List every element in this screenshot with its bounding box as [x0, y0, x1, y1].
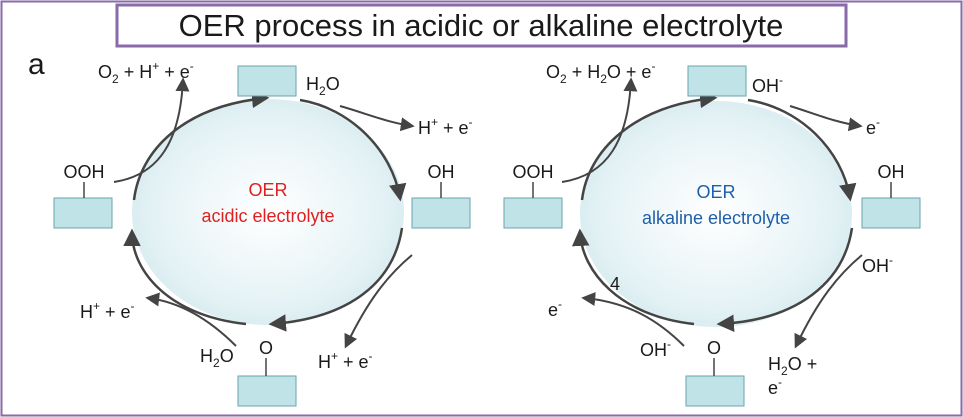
alkaline-step-number: 4: [610, 274, 620, 294]
acidic-side-arrow-proton-top: [339, 105, 415, 132]
alkaline-water-plus: H2O +: [768, 354, 817, 378]
acidic-proton-electron-top-right: H+ + e-: [418, 115, 473, 138]
acidic-center-oer: OER: [248, 180, 287, 200]
alkaline-side-arrow-electron-left: [581, 292, 685, 347]
acidic-oh-group: OH: [428, 162, 455, 182]
acidic-proton-electron-left: H+ + e-: [80, 299, 135, 322]
acidic-cycle-arc-right: [268, 227, 404, 332]
alkaline-cycle: OER alkaline electrolyte O2 + H2O + e- O…: [503, 59, 921, 407]
figure-title: OER process in acidic or alkaline electr…: [179, 8, 784, 43]
acidic-cycle-arc-left: [132, 90, 270, 201]
acidic-site-right: [411, 197, 471, 229]
alkaline-ooh-group: OOH: [512, 162, 553, 182]
alkaline-electron-top-right: e-: [866, 115, 880, 138]
acidic-proton-electron-bottom-right: H+ + e-: [318, 349, 373, 372]
alkaline-center-oer: OER: [696, 182, 735, 202]
acidic-center-electrolyte: acidic electrolyte: [201, 206, 334, 226]
alkaline-site-right: [861, 197, 921, 229]
title-box: [115, 3, 848, 48]
alkaline-hydroxide-in-right: OH-: [862, 253, 893, 276]
alkaline-site-left: [503, 197, 563, 229]
alkaline-center-electrolyte: alkaline electrolyte: [642, 208, 790, 228]
alkaline-site-top: [687, 65, 747, 97]
alkaline-cycle-arc-bottom: [571, 228, 695, 326]
acidic-side-arrow-proton-right: [344, 254, 413, 349]
alkaline-side-arrow-electron-right: [794, 254, 863, 349]
alkaline-oh-group: OH: [878, 162, 905, 182]
alkaline-cycle-arc-left: [580, 90, 718, 201]
acidic-o2-proton-electron: O2 + H+ + e-: [98, 59, 194, 86]
acidic-water-in-top: H2O: [306, 74, 340, 98]
acidic-cell-background: [132, 99, 404, 325]
acidic-side-arrow-o2-release: [113, 77, 190, 183]
acidic-ooh-group: OOH: [63, 162, 104, 182]
alkaline-hydroxide-in-bottom: OH-: [640, 337, 671, 360]
alkaline-hydroxide-in-top: OH-: [752, 73, 783, 96]
alkaline-cycle-arc-top: [747, 98, 857, 202]
alkaline-cell-background: [580, 101, 852, 327]
acidic-water-in-bottom: H2O: [200, 346, 234, 370]
alkaline-electron-left: e-: [548, 297, 562, 320]
alkaline-electron-bottom-right: e-: [768, 375, 782, 398]
acidic-site-top: [237, 65, 297, 97]
alkaline-o-group: O: [707, 338, 721, 358]
acidic-side-arrow-proton-left: [145, 292, 237, 347]
alkaline-side-arrow-o2-release: [561, 77, 638, 183]
acidic-cycle: OER acidic electrolyte O2 + H+ + e- H2O …: [53, 59, 473, 407]
alkaline-site-bottom: [685, 375, 745, 407]
acidic-cycle-arc-bottom: [123, 228, 247, 326]
acidic-o-group: O: [259, 338, 273, 358]
acidic-site-left: [53, 197, 113, 229]
acidic-site-bottom: [237, 375, 297, 407]
alkaline-cycle-arc-right: [716, 227, 854, 333]
acidic-cycle-arc-top: [299, 98, 407, 202]
panel-label: a: [28, 48, 45, 81]
alkaline-side-arrow-electron-top: [789, 105, 863, 132]
alkaline-o2-water-electron: O2 + H2O + e-: [546, 59, 655, 86]
